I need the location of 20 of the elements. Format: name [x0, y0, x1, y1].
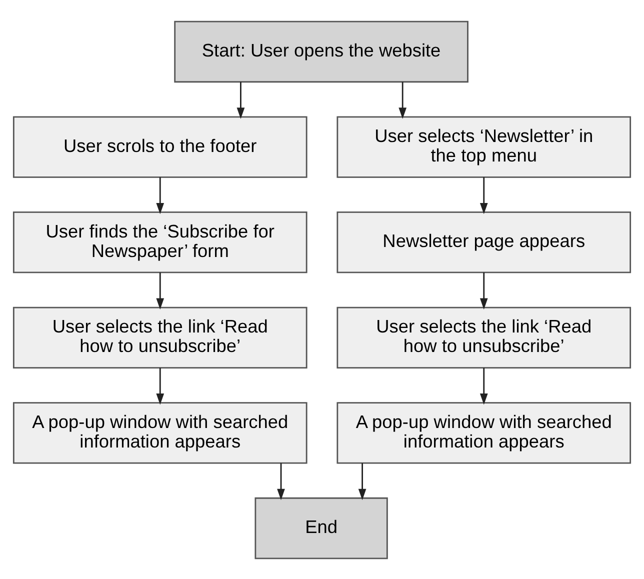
node-box: End [254, 496, 388, 559]
arrow [156, 367, 164, 404]
node-box: Start: User opens the website [174, 20, 468, 82]
node-box: User scrols to the footer [12, 116, 308, 178]
arrow [398, 81, 407, 118]
node-box: A pop-up window with searched information appears [12, 402, 308, 464]
node-box: User selects the link ‘Read how to unsubscribe’ [12, 306, 308, 368]
arrow [156, 176, 164, 214]
arrow [480, 272, 488, 309]
node-box: User finds the ‘Subscribe for Newspaper’ form [12, 211, 308, 273]
arrow [480, 367, 488, 404]
node-box: Newsletter page appears [336, 211, 632, 273]
arrow [236, 81, 245, 118]
arrow [480, 176, 488, 214]
node-box: A pop-up window with searched information appears [336, 402, 632, 464]
node-box: User selects ‘Newsletter’ in the top menu [336, 116, 632, 178]
arrow [277, 462, 285, 500]
node-box: User selects the link ‘Read how to unsubscribe’ [336, 306, 632, 368]
arrow [358, 462, 366, 500]
arrow [156, 272, 164, 309]
